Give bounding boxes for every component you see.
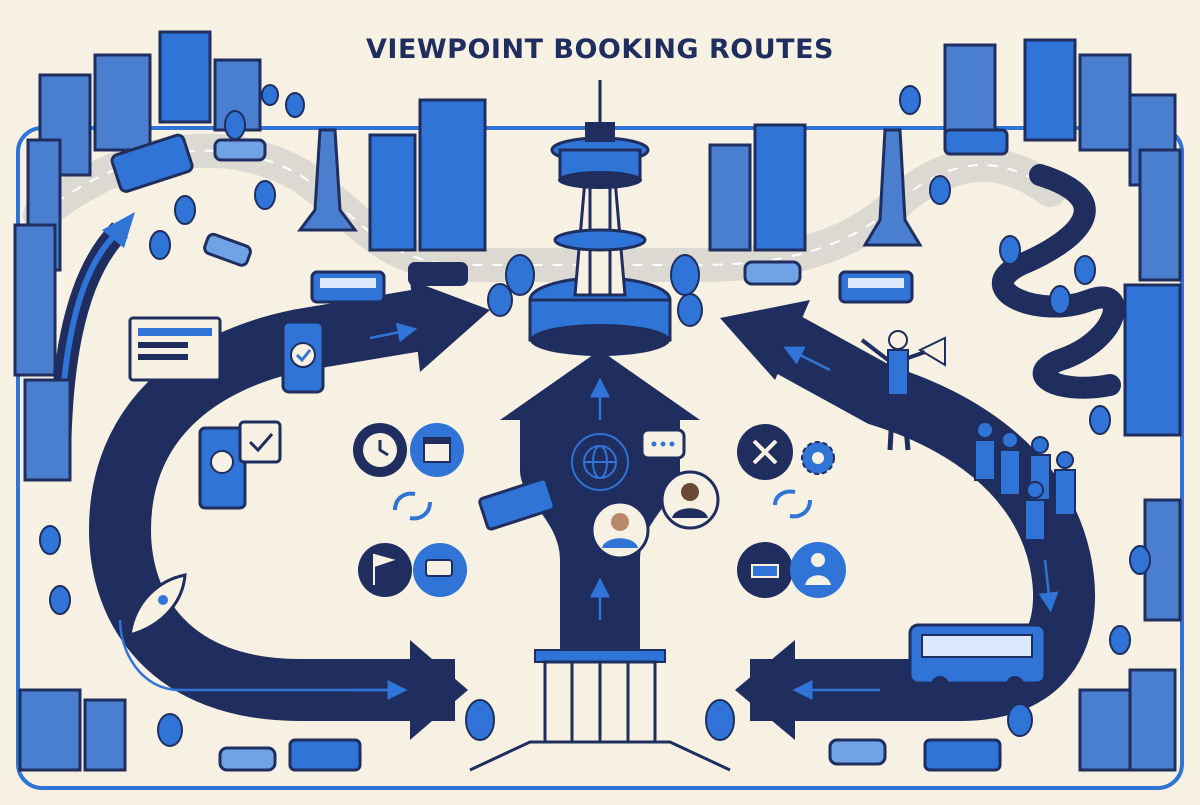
page-title: VIEWPOINT BOOKING ROUTES bbox=[366, 34, 834, 65]
refresh-arrows-icon bbox=[393, 491, 432, 521]
left-route-arrowhead-top bbox=[410, 280, 490, 372]
bus-icon bbox=[943, 128, 1009, 156]
bus-icon bbox=[110, 133, 194, 193]
bus-icon bbox=[923, 738, 1002, 772]
bus-icon bbox=[310, 270, 386, 304]
ticket-icon bbox=[478, 477, 556, 531]
car-icon bbox=[743, 260, 802, 286]
flags-icon bbox=[358, 543, 412, 597]
bus-icon bbox=[838, 270, 914, 304]
car-icon bbox=[218, 746, 277, 772]
globe-icon bbox=[571, 433, 629, 491]
left-route-arrowhead-bottom bbox=[410, 640, 468, 740]
calendar-check-icon bbox=[198, 420, 282, 510]
chat-bubble-icon bbox=[413, 543, 467, 597]
car-icon bbox=[203, 232, 252, 267]
right-route-arrowhead-top bbox=[720, 300, 810, 380]
guide-avatar-icon bbox=[660, 470, 720, 530]
ticket-handoff-icon bbox=[737, 542, 793, 598]
cancel-icon bbox=[737, 424, 793, 480]
right-route-arrowhead-bottom bbox=[735, 640, 795, 740]
calendar-icon bbox=[410, 423, 464, 477]
monument-right bbox=[862, 128, 923, 247]
photographers-group-icon bbox=[974, 421, 1076, 541]
car-icon bbox=[408, 262, 468, 286]
right-skyline bbox=[708, 38, 1182, 772]
bus-icon bbox=[908, 623, 1047, 694]
traveler-avatar-icon bbox=[590, 500, 650, 560]
bus-icon bbox=[288, 738, 362, 772]
rocket-icon bbox=[128, 573, 187, 638]
megaphone-guide-icon bbox=[860, 330, 946, 451]
winding-road bbox=[992, 164, 1125, 399]
observation-tower-icon bbox=[528, 80, 672, 356]
car-icon bbox=[213, 138, 267, 162]
left-u-route bbox=[88, 289, 455, 721]
car-icon bbox=[828, 738, 887, 766]
center-route bbox=[500, 350, 700, 650]
gear-icon bbox=[801, 441, 835, 475]
trees bbox=[39, 84, 1151, 747]
booking-monitor-icon bbox=[128, 316, 222, 400]
chat-bubble-icon bbox=[640, 428, 686, 460]
gate-icon bbox=[469, 649, 731, 772]
refresh-arrows-icon bbox=[773, 489, 812, 519]
left-skyline bbox=[13, 30, 487, 772]
group-icon bbox=[790, 542, 846, 598]
monument-left bbox=[297, 128, 358, 232]
clock-icon bbox=[353, 423, 407, 477]
mobile-confirm-icon bbox=[281, 320, 325, 394]
